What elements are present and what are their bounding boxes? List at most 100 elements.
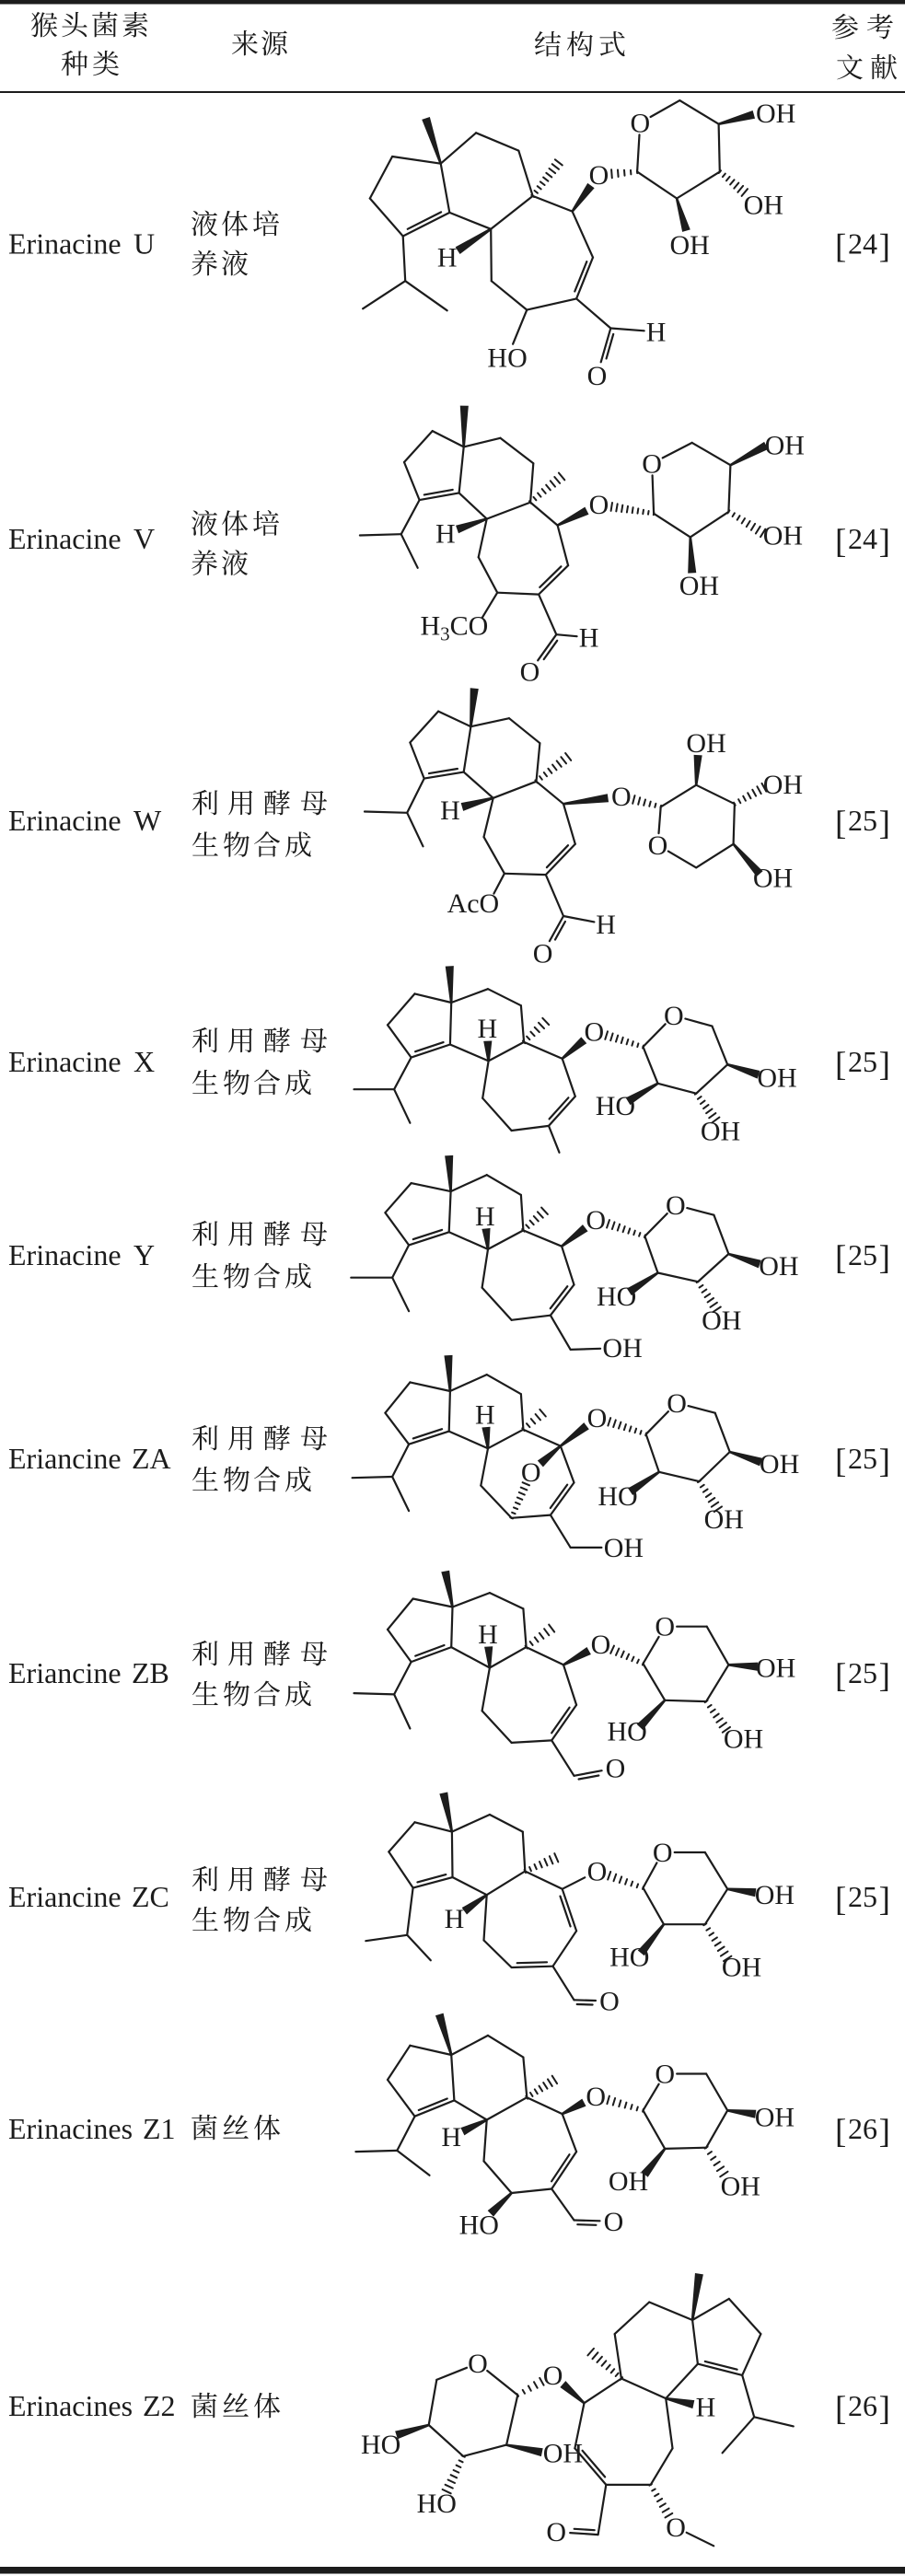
svg-text:O: O xyxy=(655,2060,675,2090)
svg-text:OH: OH xyxy=(679,571,719,601)
svg-text:O: O xyxy=(533,938,553,969)
svg-text:OH: OH xyxy=(755,1880,795,1910)
svg-text:[: [ xyxy=(835,805,846,842)
svg-text:26: 26 xyxy=(848,2112,877,2145)
svg-text:[: [ xyxy=(835,1046,846,1084)
svg-text:]: ] xyxy=(879,523,890,561)
svg-text:OH: OH xyxy=(686,728,725,759)
svg-text:X: X xyxy=(133,1045,155,1078)
svg-text:AcO: AcO xyxy=(447,888,500,919)
svg-text:OH: OH xyxy=(760,1449,799,1479)
svg-text:O: O xyxy=(653,1838,673,1868)
svg-text:O: O xyxy=(648,830,668,861)
svg-text:Erinacine: Erinacine xyxy=(8,804,122,837)
svg-text:O: O xyxy=(655,1612,675,1642)
svg-text:25: 25 xyxy=(848,1880,877,1913)
svg-text:H: H xyxy=(696,2393,716,2423)
svg-text:HO: HO xyxy=(459,2210,499,2241)
svg-text:25: 25 xyxy=(848,1238,877,1271)
svg-text:[: [ xyxy=(835,1657,846,1695)
svg-text:OH: OH xyxy=(543,2438,583,2468)
svg-text:Eriancine: Eriancine xyxy=(8,1880,122,1913)
svg-text:OH: OH xyxy=(753,863,793,893)
svg-text:Eriancine: Eriancine xyxy=(8,1656,122,1689)
svg-text:ZB: ZB xyxy=(132,1656,169,1689)
svg-text:Erinacines: Erinacines xyxy=(8,2389,133,2422)
svg-text:Erinacine: Erinacine xyxy=(8,1238,122,1271)
svg-text:]: ] xyxy=(879,805,890,842)
svg-text:O: O xyxy=(630,109,650,139)
svg-text:V: V xyxy=(133,522,155,555)
svg-text:OH: OH xyxy=(756,1654,795,1684)
svg-text:O: O xyxy=(611,782,632,812)
svg-text:Erinacine: Erinacine xyxy=(8,227,122,261)
svg-text:O: O xyxy=(546,2517,566,2547)
svg-text:OH: OH xyxy=(602,1333,642,1363)
svg-text:[: [ xyxy=(835,2113,846,2151)
svg-text:25: 25 xyxy=(848,804,877,837)
svg-text:H: H xyxy=(440,795,460,826)
svg-text:Erinacine: Erinacine xyxy=(8,522,122,555)
svg-text:H: H xyxy=(579,622,599,653)
svg-text:26: 26 xyxy=(848,2389,877,2422)
svg-text:O: O xyxy=(604,2207,624,2237)
svg-text:HO: HO xyxy=(596,1091,635,1121)
svg-text:U: U xyxy=(133,227,155,261)
svg-text:HO: HO xyxy=(598,1481,637,1512)
svg-text:O: O xyxy=(587,361,608,391)
svg-text:OH: OH xyxy=(765,430,805,460)
svg-text:OH: OH xyxy=(757,1062,796,1093)
svg-text:HO: HO xyxy=(597,1282,636,1312)
svg-text:O: O xyxy=(543,2361,563,2391)
svg-text:H: H xyxy=(441,2122,461,2152)
svg-text:OH: OH xyxy=(755,2102,795,2132)
svg-text:O: O xyxy=(587,1403,608,1433)
svg-text:H: H xyxy=(478,1619,498,1650)
svg-text:O: O xyxy=(587,1857,608,1887)
svg-text:ZA: ZA xyxy=(132,1442,171,1475)
svg-text:H: H xyxy=(437,243,458,273)
svg-text:24: 24 xyxy=(848,522,877,555)
svg-text:OH: OH xyxy=(701,1117,740,1147)
svg-text:HO: HO xyxy=(609,1943,649,1973)
svg-text:]: ] xyxy=(879,1239,890,1277)
svg-text:OH: OH xyxy=(722,1952,761,1982)
svg-text:O: O xyxy=(666,2512,686,2543)
svg-text:OH: OH xyxy=(759,1251,798,1282)
svg-text:[: [ xyxy=(835,1881,846,1919)
svg-text:O: O xyxy=(606,1754,626,1784)
svg-text:OH: OH xyxy=(724,1723,763,1754)
svg-text:O: O xyxy=(584,1016,604,1047)
svg-text:]: ] xyxy=(879,2390,890,2428)
svg-text:25: 25 xyxy=(848,1442,877,1475)
svg-text:]: ] xyxy=(879,1881,890,1919)
svg-text:Y: Y xyxy=(133,1238,155,1271)
svg-text:H: H xyxy=(475,1201,495,1232)
svg-text:Z1: Z1 xyxy=(143,2112,176,2145)
svg-text:O: O xyxy=(521,1457,541,1488)
svg-text:O: O xyxy=(642,448,662,479)
svg-text:[: [ xyxy=(835,523,846,561)
svg-text:OH: OH xyxy=(604,1533,644,1563)
svg-text:O: O xyxy=(589,490,609,520)
svg-text:Erinacine: Erinacine xyxy=(8,1045,122,1078)
svg-text:Z2: Z2 xyxy=(143,2389,176,2422)
svg-text:H3CO: H3CO xyxy=(420,611,488,645)
svg-text:O: O xyxy=(599,1987,620,2017)
svg-text:O: O xyxy=(520,657,540,688)
svg-text:OH: OH xyxy=(609,2166,648,2197)
svg-text:OH: OH xyxy=(702,1305,741,1336)
svg-text:[: [ xyxy=(835,2390,846,2428)
svg-text:24: 24 xyxy=(848,227,877,261)
svg-text:]: ] xyxy=(879,1443,890,1480)
svg-text:O: O xyxy=(664,1001,684,1031)
svg-text:OH: OH xyxy=(670,230,710,261)
svg-text:O: O xyxy=(589,160,609,191)
svg-text:[: [ xyxy=(835,228,846,266)
svg-text:Erinacines: Erinacines xyxy=(8,2112,133,2145)
svg-text:H: H xyxy=(475,1400,495,1431)
svg-text:]: ] xyxy=(879,1046,890,1084)
svg-text:O: O xyxy=(468,2349,488,2379)
svg-text:ZC: ZC xyxy=(132,1880,169,1913)
svg-text:H: H xyxy=(477,1014,497,1044)
